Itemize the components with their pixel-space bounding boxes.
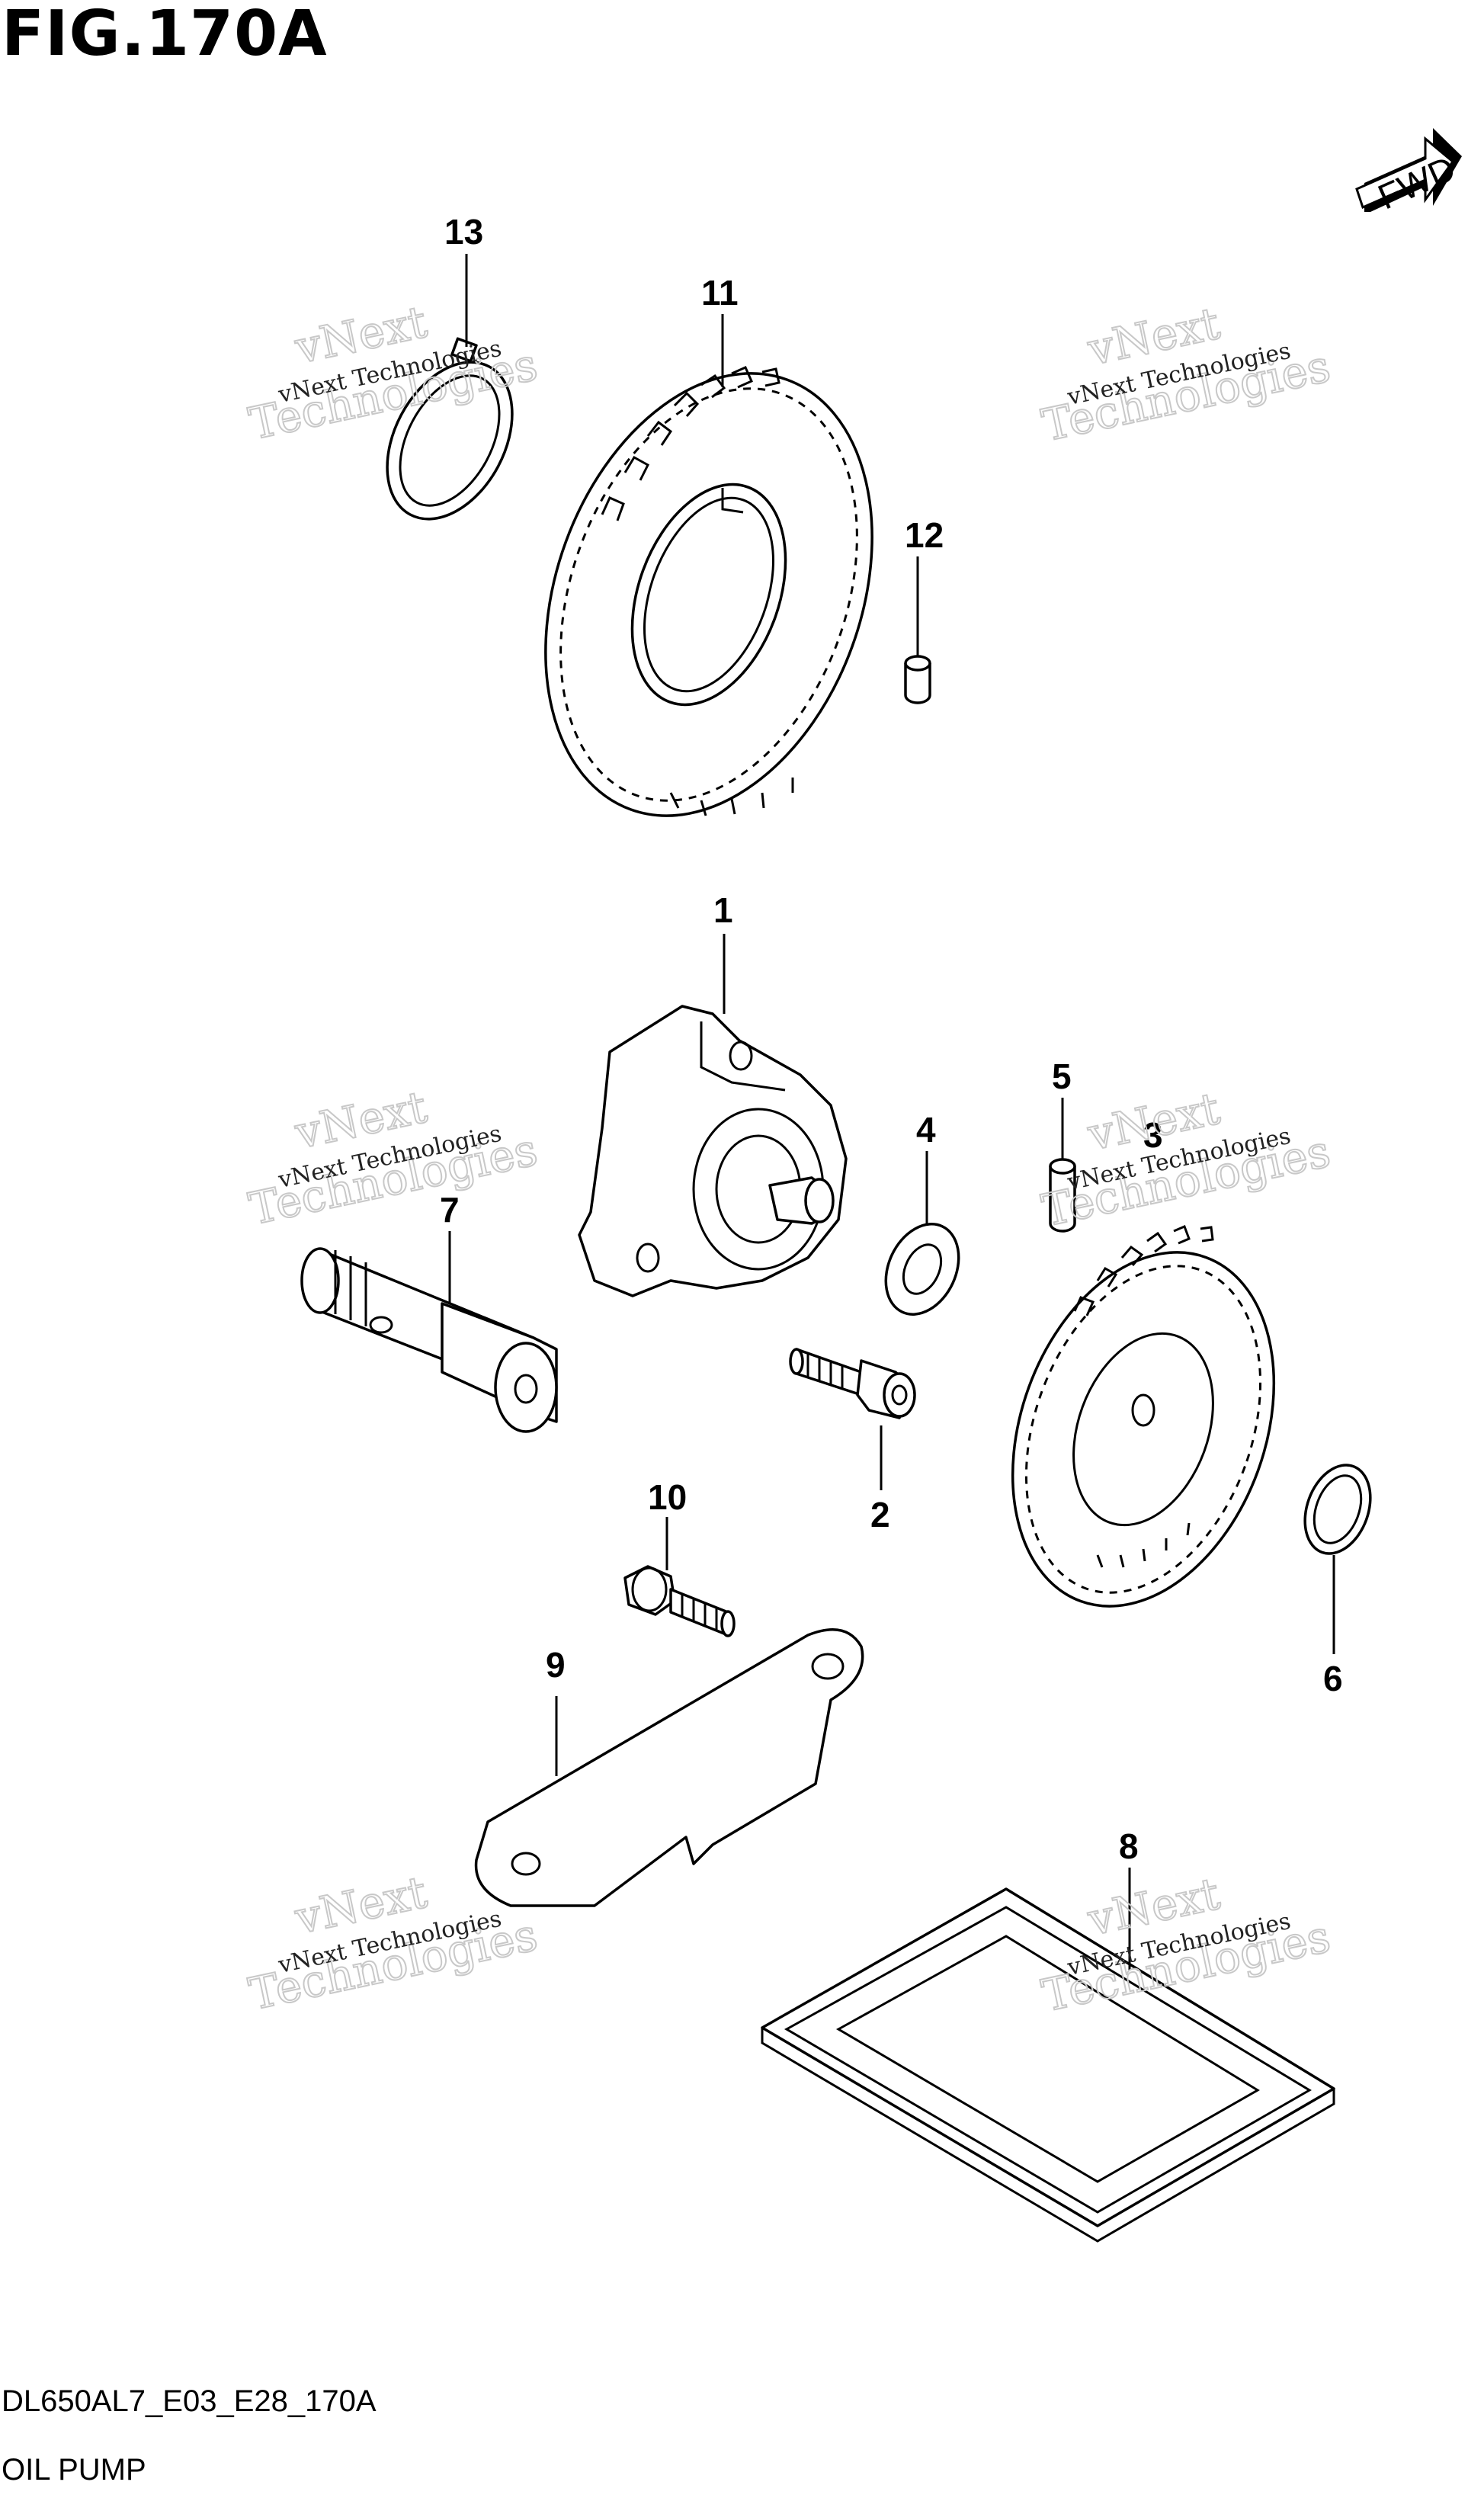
callout-2: 2 [870,1495,890,1534]
part-4-washer [884,1223,960,1316]
callout-11: 11 [701,273,739,313]
part-6-circlip [1303,1464,1372,1555]
part-11-driven-gear [544,366,873,817]
part-5-dowel-pin [1049,1158,1076,1233]
callout-12: 12 [905,515,944,555]
part-13-circlip [386,337,514,521]
part-3-oil-pump-gear [1011,1225,1276,1608]
callout-8: 8 [1119,1826,1139,1866]
watermark-mid-left: vNext Technologies vNext Technologies [244,1080,543,1236]
callout-6: 6 [1323,1659,1343,1698]
callout-5: 5 [1052,1057,1072,1096]
part-12-dowel-pin [904,655,931,704]
model-code: DL650AL7_E03_E28_170A [2,2384,377,2418]
callout-9: 9 [546,1645,566,1685]
figure-title: FIG.170A [2,0,328,70]
part-2-bolt [789,1348,916,1419]
watermark-top-right: vNext Technologies vNext Technologies [1037,297,1335,452]
callout-10: 10 [648,1477,687,1517]
part-9-plate [474,1628,864,1907]
part-10-bolt [623,1565,736,1637]
callout-1: 1 [713,890,733,930]
section-name: OIL PUMP [2,2453,146,2487]
callout-13: 13 [444,212,483,252]
fwd-label: FWD [1372,148,1461,216]
part-7-oil-pump-shaft [300,1247,558,1433]
fwd-arrow-icon: FWD [1355,128,1462,217]
callout-3: 3 [1143,1115,1163,1155]
callout-4: 4 [916,1110,936,1150]
part-1-oil-pump [578,1005,848,1297]
part-8-gasket [761,1887,1335,2243]
callout-7: 7 [440,1190,460,1230]
